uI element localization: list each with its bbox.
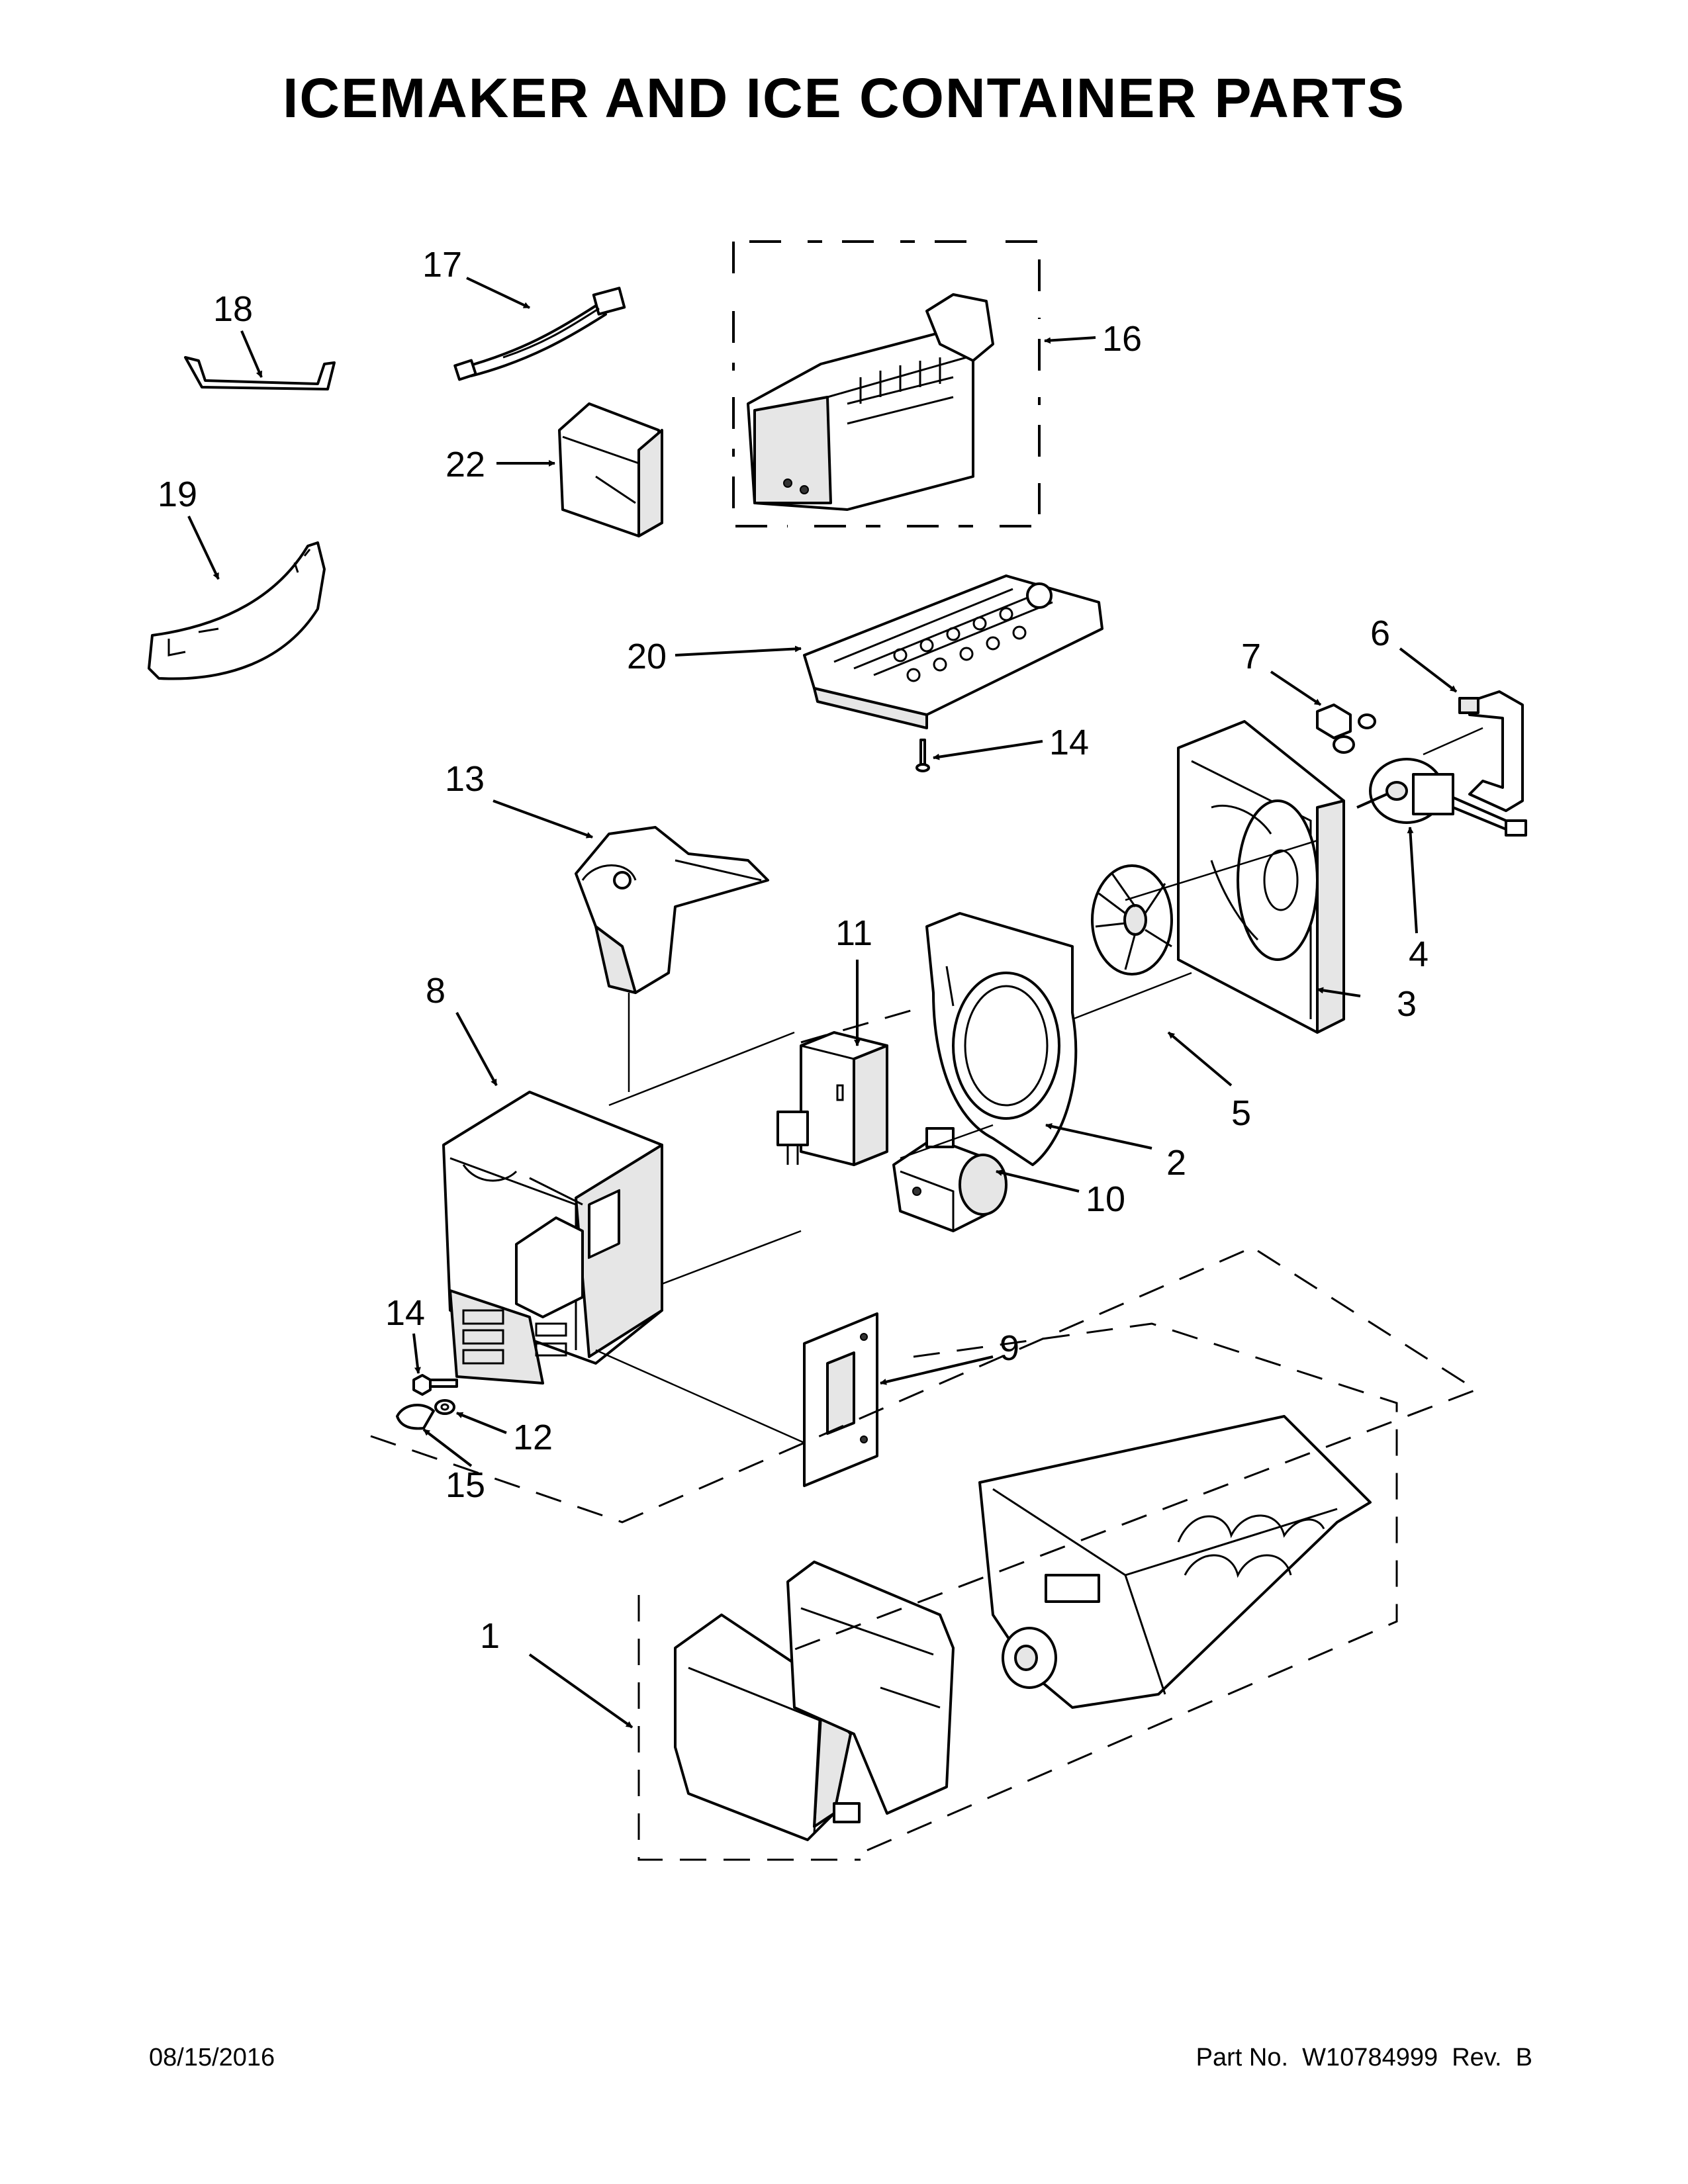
part-17-wire-harness xyxy=(453,287,626,381)
part-5-fan-blade xyxy=(1091,864,1173,976)
callout-20: 20 xyxy=(627,637,667,676)
callout-14-lower: 14 xyxy=(385,1293,425,1333)
callout-1: 1 xyxy=(480,1616,500,1656)
callout-labels: 18 19 17 22 16 20 14 7 6 4 3 5 13 11 8 2… xyxy=(158,245,1429,1656)
part-14-screw-lower xyxy=(412,1374,458,1396)
callout-9: 9 xyxy=(1000,1328,1019,1368)
callout-12: 12 xyxy=(513,1418,553,1457)
callout-16: 16 xyxy=(1102,319,1142,359)
callout-7: 7 xyxy=(1241,637,1261,676)
leader-lines xyxy=(187,277,1458,1729)
part-15-clip xyxy=(396,1403,435,1430)
footer-date: 08/15/2016 xyxy=(149,2044,275,2071)
callout-13: 13 xyxy=(445,759,485,799)
part-19-lid xyxy=(148,541,326,680)
part-16-icemaker xyxy=(732,240,1041,527)
part-20-bracket xyxy=(803,574,1103,729)
part-6-bracket xyxy=(1458,690,1524,812)
part-1-ice-container xyxy=(674,1415,1372,1841)
part-18-bracket xyxy=(184,356,336,390)
callout-11: 11 xyxy=(835,913,872,953)
callout-8: 8 xyxy=(426,971,445,1011)
callout-3: 3 xyxy=(1397,984,1417,1024)
part-9-gasket xyxy=(803,1312,878,1487)
part-4-fan-motor xyxy=(1356,758,1527,837)
callout-15: 15 xyxy=(445,1465,485,1505)
part-3-evaporator-housing xyxy=(1177,720,1345,1034)
assembly-lines xyxy=(370,727,1483,1861)
callout-10: 10 xyxy=(1086,1179,1125,1219)
part-10-motor xyxy=(892,1127,1008,1232)
part-8-housing xyxy=(442,1091,663,1385)
callout-17: 17 xyxy=(422,245,462,285)
part-13-ice-chute xyxy=(575,826,769,994)
part-14-screw-upper xyxy=(915,739,930,772)
footer-part-number: Part No. W10784999 Rev. B xyxy=(1196,2044,1532,2071)
callout-18: 18 xyxy=(213,289,253,329)
callout-5: 5 xyxy=(1231,1093,1251,1133)
part-12-washer xyxy=(434,1399,455,1415)
callout-6: 6 xyxy=(1370,614,1390,653)
part-2-fan-shroud xyxy=(925,912,1078,1166)
callout-4: 4 xyxy=(1409,934,1429,974)
part-22-cover xyxy=(558,402,663,537)
page-title: ICEMAKER AND ICE CONTAINER PARTS xyxy=(283,67,1405,129)
callout-22: 22 xyxy=(445,445,485,484)
callout-14-upper: 14 xyxy=(1049,723,1089,762)
part-7-mount xyxy=(1316,704,1376,754)
callout-19: 19 xyxy=(158,475,197,514)
callout-2: 2 xyxy=(1166,1143,1186,1183)
part-11-switch xyxy=(776,1031,888,1166)
